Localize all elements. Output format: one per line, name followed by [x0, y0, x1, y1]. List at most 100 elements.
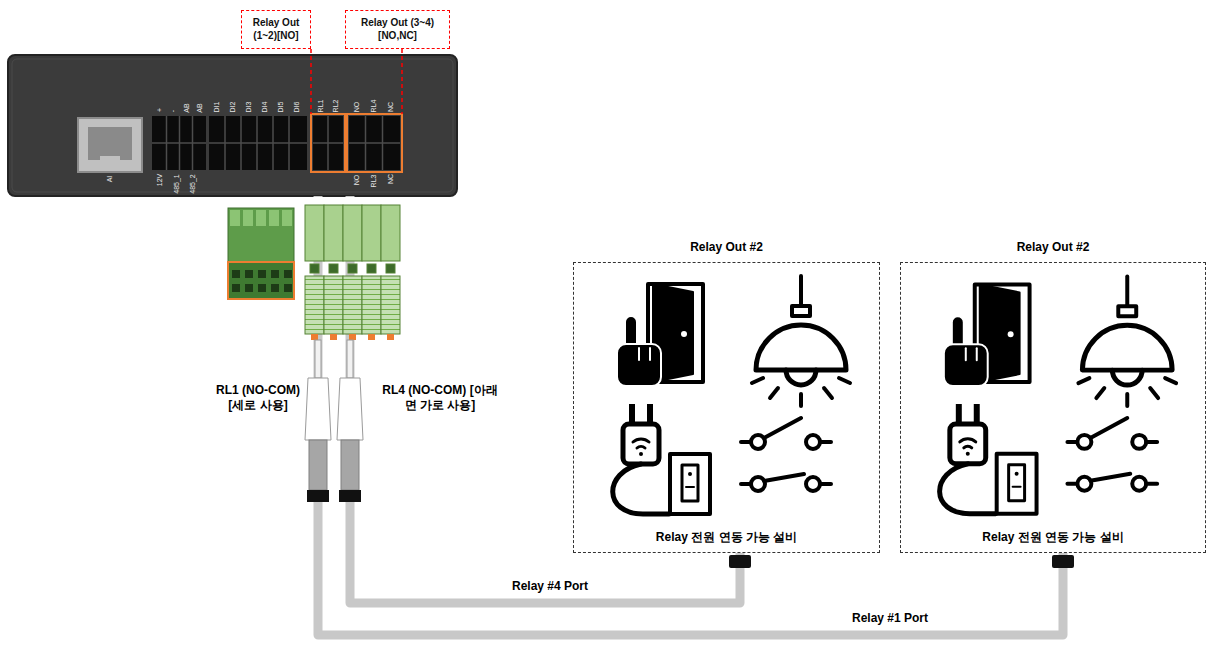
callout-box: Relay Out (1~2)[NO] — [241, 10, 311, 49]
large-green-plug — [381, 276, 400, 334]
large-green-plug — [305, 205, 400, 340]
terminal-separators — [209, 142, 307, 144]
relay-terminal-highlight — [311, 114, 345, 172]
small-green-plug — [245, 284, 253, 292]
device-panel — [8, 55, 457, 196]
pin-label: RL1 — [317, 99, 325, 112]
pin-label: NO — [353, 101, 361, 112]
wire-ferrule — [307, 490, 329, 502]
large-green-plug — [305, 205, 324, 261]
equipment-box: Relay Out #2Relay 전원 연동 가능 설비 — [573, 262, 880, 553]
equipment-icons — [940, 276, 1176, 513]
pin-label: - — [169, 110, 177, 112]
wire-ferrule — [341, 440, 359, 490]
small-green-plug — [230, 210, 240, 226]
leader-line — [310, 49, 312, 114]
terminal-separators — [349, 142, 400, 144]
port-label: Relay #4 Port — [509, 579, 591, 594]
device-panel — [12, 59, 453, 192]
small-green-plug — [271, 284, 279, 292]
pin-label: 485_2 — [188, 174, 196, 193]
rj45-port — [100, 156, 120, 164]
port-connector — [1052, 555, 1074, 568]
wire-note: RL4 (NO-COM) [아래면 가로 사용] — [380, 383, 500, 413]
terminal-block — [152, 116, 206, 170]
large-green-plug — [362, 276, 381, 334]
pin-label: NO — [353, 174, 361, 185]
small-green-plug — [232, 284, 240, 292]
equipment-box: Relay Out #2Relay 전원 연동 가능 설비 — [900, 262, 1206, 553]
terminal-block — [349, 116, 400, 170]
terminal-separators — [152, 116, 400, 170]
small-green-plug — [245, 270, 253, 278]
pin-label: RL2 — [332, 99, 340, 112]
small-green-plug — [256, 210, 266, 226]
pin-label: NC — [387, 174, 395, 184]
pin-label: 12V — [156, 174, 164, 186]
box-caption: Relay 전원 연동 가능 설비 — [901, 530, 1205, 545]
callout-text: Relay Out (1~2)[NO] — [247, 16, 305, 42]
pin-label: RL4 — [370, 99, 378, 112]
large-green-plug — [349, 334, 356, 340]
large-green-plug — [310, 264, 319, 273]
device-panel — [8, 55, 457, 196]
pin-label: RL3 — [370, 174, 378, 187]
pin-label: NC — [387, 102, 395, 112]
small-green-plug — [284, 270, 292, 278]
large-green-plug — [381, 205, 400, 261]
pin-label: AB — [195, 103, 203, 112]
rj45-port — [88, 127, 132, 160]
wire-ferrule — [339, 490, 361, 502]
small-green-plug — [243, 210, 253, 226]
small-green-plug — [258, 270, 266, 278]
small-green-plug — [269, 210, 279, 226]
wire-ferrule — [315, 340, 321, 378]
pin-label: AI — [106, 175, 114, 182]
equipment-icons — [613, 276, 850, 514]
pin-label: DI2 — [229, 101, 237, 112]
large-green-plug — [311, 334, 318, 340]
box-title: Relay Out #2 — [901, 240, 1205, 255]
terminal-block — [209, 116, 307, 170]
small-green-plug — [228, 208, 294, 299]
box-caption: Relay 전원 연동 가능 설비 — [574, 530, 879, 545]
large-green-plug — [324, 276, 343, 334]
pin-label: DI1 — [213, 101, 221, 112]
wire-note: RL1 (NO-COM) [세로 사용] — [211, 383, 306, 413]
large-green-plug — [305, 276, 324, 334]
terminal-block — [152, 116, 400, 170]
terminal-separators — [313, 142, 343, 144]
large-green-plug — [367, 264, 376, 273]
large-green-plug — [343, 276, 362, 334]
small-green-plug — [258, 284, 266, 292]
leader-line — [401, 49, 403, 114]
wire-ferrule — [337, 378, 363, 440]
pin-label: AB — [182, 103, 190, 112]
small-green-plug — [232, 270, 240, 278]
small-green-plug — [284, 284, 292, 292]
small-green-plug — [271, 270, 279, 278]
large-green-plug — [386, 264, 395, 273]
relay-terminal-highlight — [347, 114, 402, 172]
wire-ferrule — [347, 340, 353, 378]
wire-ferrule — [337, 340, 363, 502]
large-green-plug — [387, 334, 394, 340]
terminal-separators — [152, 142, 206, 144]
wire-ferrule — [305, 378, 331, 440]
large-green-plug — [348, 264, 357, 273]
terminal-block — [313, 116, 343, 170]
pin-label: DI3 — [245, 101, 253, 112]
relay-terminal-highlight — [311, 114, 402, 172]
small-green-plug — [228, 262, 294, 299]
pin-label: 485_1 — [172, 174, 180, 193]
large-green-plug — [343, 205, 362, 261]
callout-box: Relay Out (3~4)[NO,NC] — [345, 10, 450, 49]
pin-label: DI6 — [293, 101, 301, 112]
small-green-plug — [282, 210, 292, 226]
pin-label: DI4 — [261, 101, 269, 112]
box-title: Relay Out #2 — [574, 240, 879, 255]
large-green-plug — [324, 205, 343, 261]
port-label: Relay #1 Port — [849, 611, 931, 626]
